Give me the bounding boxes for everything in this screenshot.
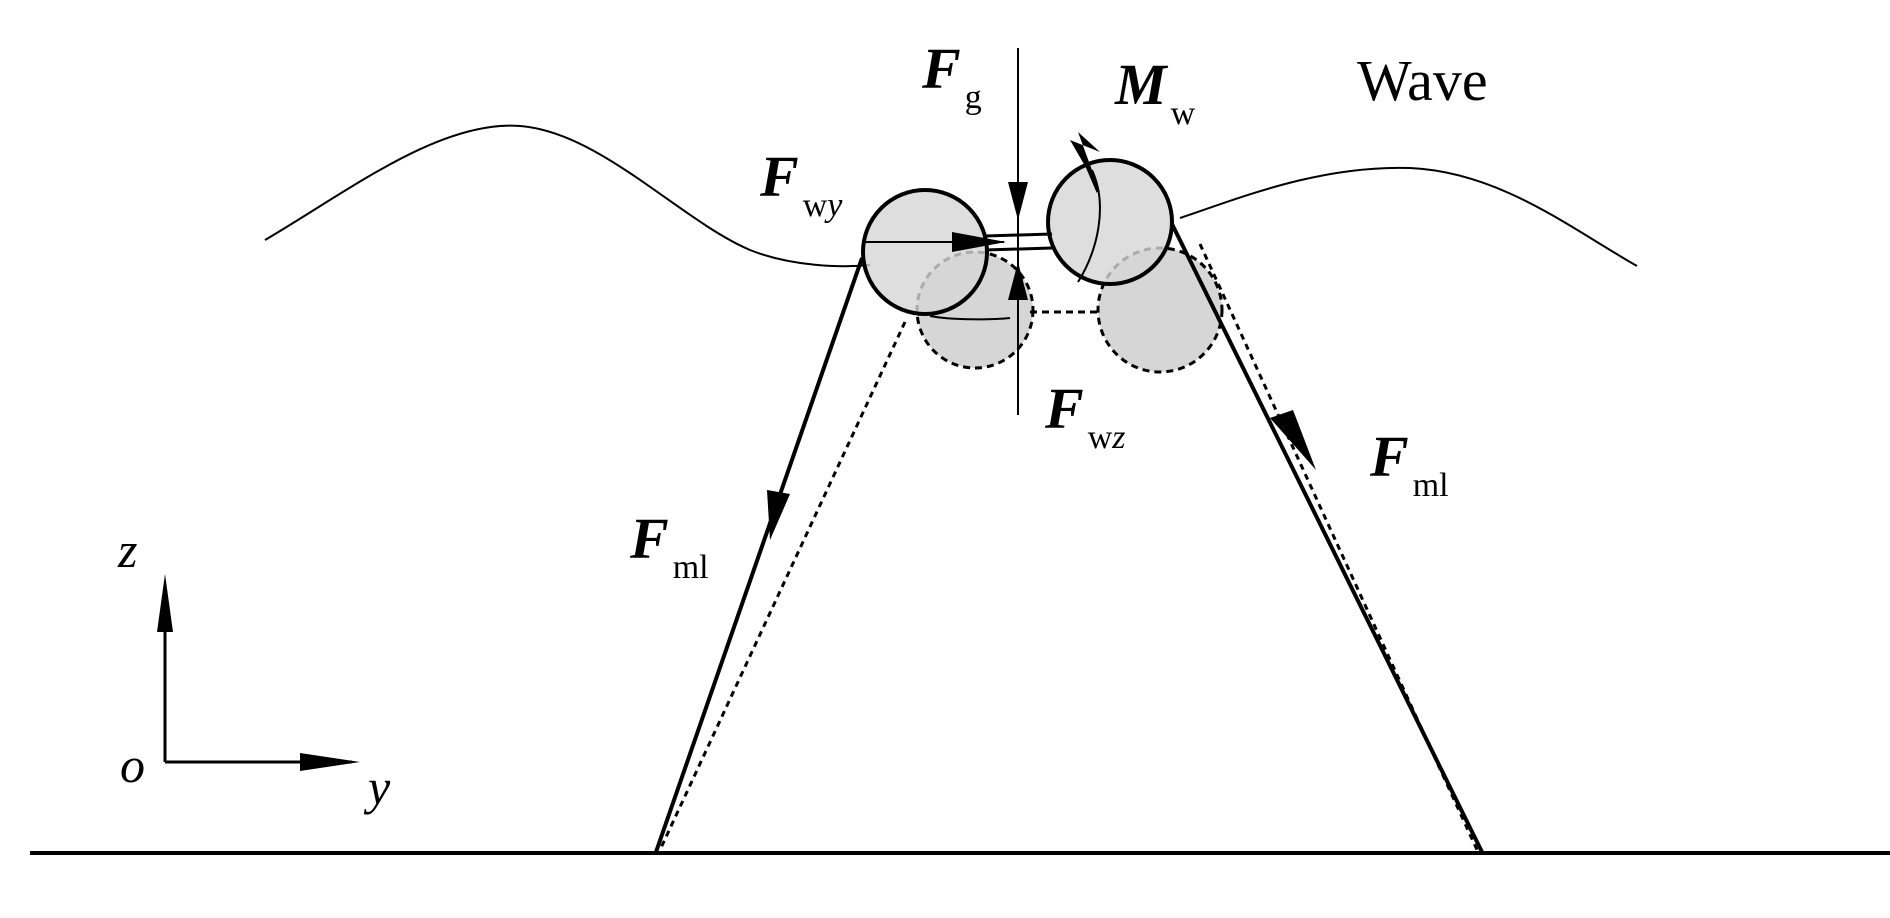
m-w-subscript: w — [1170, 95, 1196, 132]
arrow-f-wz-head — [1008, 262, 1028, 300]
arrow-f-wy-head — [952, 232, 1006, 252]
f-ml-left-symbol: F — [630, 506, 669, 571]
f-ml-right-subscript: ml — [1412, 467, 1449, 504]
f-g-subscript: g — [964, 79, 982, 116]
axis-z-label: z — [118, 522, 138, 578]
f-wy-subscript-y: y — [827, 187, 843, 224]
axis-y-arrowhead — [300, 753, 360, 771]
axis-z-arrowhead — [157, 574, 173, 632]
wave-profile-curve — [264, 124, 1638, 268]
axis-y-label: y — [368, 759, 391, 815]
f-wy-subscript: wy — [803, 187, 843, 224]
float-left — [861, 188, 989, 316]
arrow-f-g-head — [1008, 182, 1028, 220]
mooring-line-right-displaced — [1198, 243, 1480, 853]
arrow-m-w-head — [1070, 132, 1100, 192]
mooring-line-right — [1170, 223, 1484, 853]
float-left-inner-arc — [929, 315, 1011, 321]
wave-label: Wave — [1357, 48, 1488, 113]
mooring-line-left — [654, 257, 864, 853]
axis-origin-label: o — [120, 737, 145, 793]
arrow-f-ml-right-head — [1270, 410, 1316, 470]
f-ml-left-subscript: ml — [672, 549, 709, 586]
f-wz-subscript-z: z — [1112, 419, 1126, 456]
f-wz-symbol: F — [1045, 376, 1084, 441]
f-ml-right-symbol: F — [1370, 424, 1409, 489]
mooring-line-left-displaced — [658, 321, 907, 851]
f-wz-subscript-w: w — [1087, 419, 1113, 456]
float-right — [1046, 158, 1174, 286]
m-w-symbol: M — [1115, 52, 1167, 117]
f-g-symbol: F — [922, 36, 961, 101]
arrow-f-ml-left-head — [767, 490, 790, 540]
f-wz-subscript: wz — [1088, 419, 1126, 456]
f-wy-subscript-w: w — [802, 187, 828, 224]
f-wy-symbol: F — [760, 144, 799, 209]
